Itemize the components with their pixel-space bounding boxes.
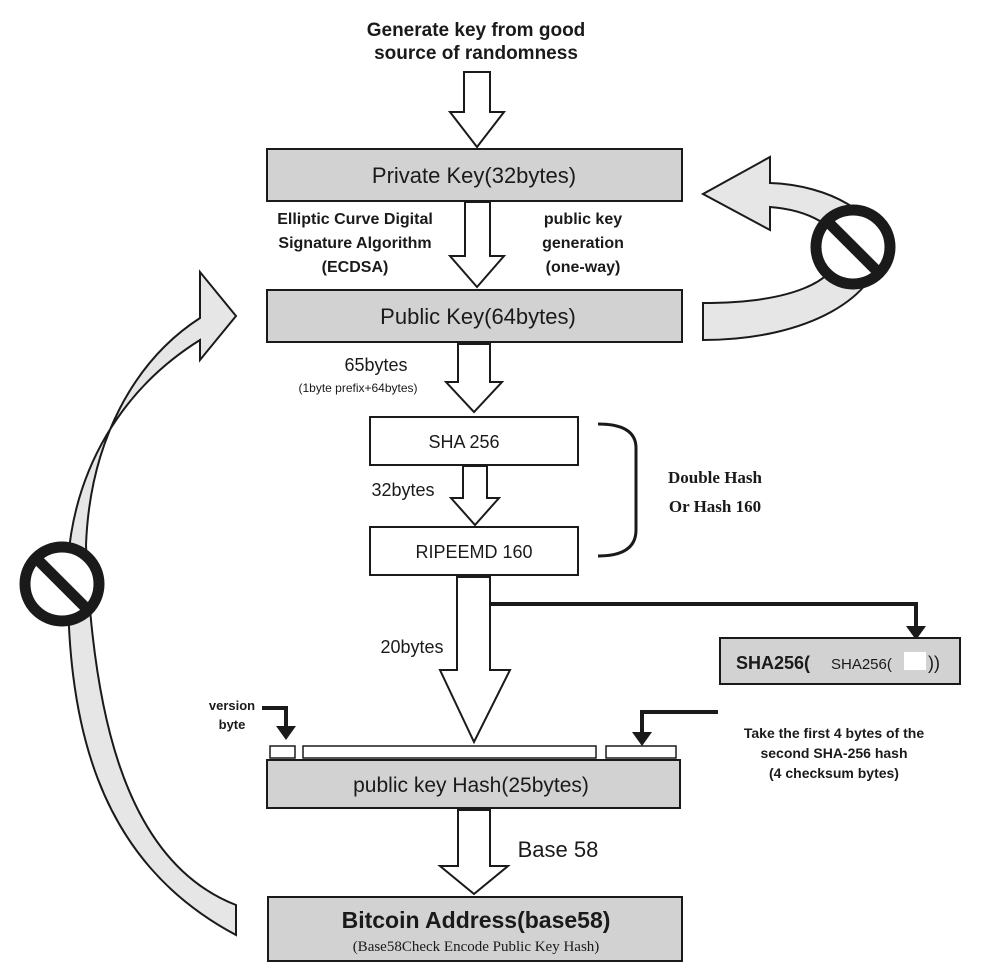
checksum-note-line1: Take the first 4 bytes of the <box>744 725 924 741</box>
payload-segment <box>302 745 597 759</box>
double-hash-line1: Double Hash <box>668 468 763 487</box>
public-key-box <box>266 289 683 343</box>
ripemd-box <box>369 526 579 576</box>
top-caption-line1: Generate key from good <box>367 20 586 41</box>
one-way-line1: public key <box>544 211 622 228</box>
pkh-box <box>266 759 681 809</box>
private-key-label: Private Key(32bytes) <box>372 163 576 188</box>
sha256-label: SHA 256 <box>428 432 499 452</box>
version-byte-line2: byte <box>219 717 246 732</box>
arrow-public-to-sha <box>443 343 505 414</box>
arrow-private-to-public <box>447 201 507 289</box>
checksum-arrowhead-pkh <box>632 732 652 746</box>
pkh-label: public key Hash(25bytes) <box>353 774 589 797</box>
double-hash-brace <box>597 422 638 558</box>
prohibited-icon <box>19 541 105 627</box>
checksum-line-to-sha <box>490 602 918 628</box>
prohibited-icon <box>810 204 896 290</box>
checksum-note-line2: second SHA-256 hash <box>760 745 907 761</box>
bytes20-label: 20bytes <box>380 637 443 657</box>
address-box <box>267 896 683 962</box>
checksum-note-line3: (4 checksum bytes) <box>769 765 899 781</box>
checksum-line-to-pkh <box>640 710 718 734</box>
arrow-ripemd-to-pkh <box>438 576 512 745</box>
checksum-segment <box>605 745 677 759</box>
double-hash-line2: Or Hash 160 <box>669 497 761 516</box>
ripemd-label: RIPEEMD 160 <box>415 542 532 562</box>
bytes32-label: 32bytes <box>371 480 434 500</box>
ecdsa-line1: Elliptic Curve Digital <box>277 211 433 228</box>
address-subtitle: (Base58Check Encode Public Key Hash) <box>353 939 600 955</box>
one-way-line3: (one-way) <box>546 259 621 276</box>
one-way-line2: generation <box>542 235 624 252</box>
base58-label: Base 58 <box>518 837 599 862</box>
arrow-pkh-to-address <box>437 809 511 896</box>
ecdsa-line3: (ECDSA) <box>322 259 389 276</box>
checksum-inner-label: SHA256( <box>831 656 892 673</box>
version-byte-arrowhead <box>276 726 296 740</box>
private-key-box <box>266 148 683 202</box>
public-key-label: Public Key(64bytes) <box>380 304 576 329</box>
arrow-sha-to-ripemd <box>448 465 502 527</box>
reverse-arrow-address-to-public <box>66 269 238 937</box>
version-byte-line <box>262 706 288 728</box>
version-byte-segment <box>269 745 296 759</box>
top-caption-line2: source of randomness <box>374 43 578 64</box>
ecdsa-line2: Signature Algorithm <box>278 235 431 252</box>
checksum-arrowhead-down <box>906 626 926 640</box>
checksum-inner-slot <box>904 652 926 670</box>
version-byte-line1: version <box>209 698 255 713</box>
bytes65-label: 65bytes <box>344 355 407 375</box>
arrow-randomness-to-private <box>447 71 507 149</box>
sha256-box <box>369 416 579 466</box>
checksum-outer-label: SHA256( <box>736 653 810 673</box>
bytes65-note: (1byte prefix+64bytes) <box>298 381 417 395</box>
address-title: Bitcoin Address(base58) <box>342 907 611 933</box>
checksum-close-label: )) <box>928 653 940 673</box>
